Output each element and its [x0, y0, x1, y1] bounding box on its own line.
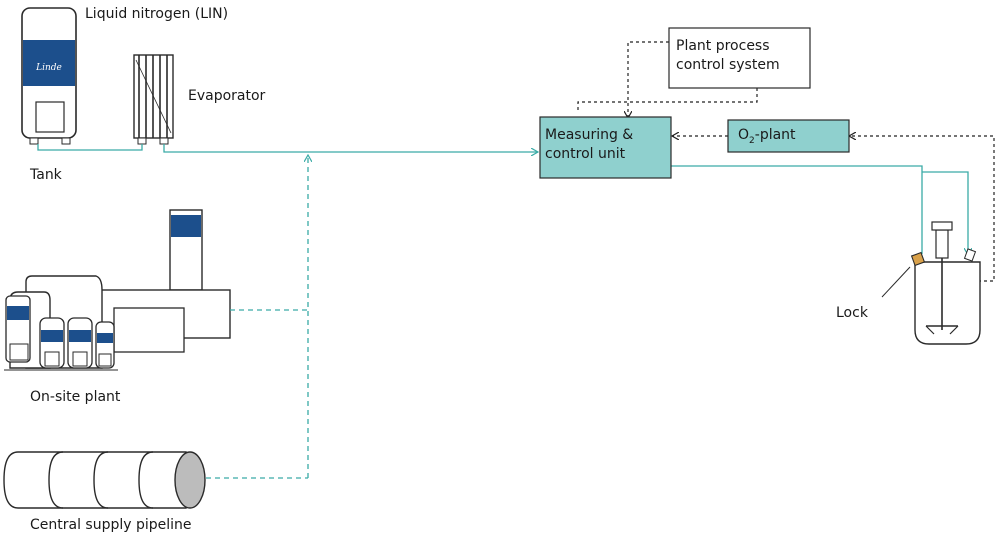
- label-liquid-nitrogen: Liquid nitrogen (LIN): [85, 6, 229, 22]
- label-lock: Lock: [836, 305, 868, 321]
- measuring-control-line1: Measuring &: [545, 127, 634, 143]
- o2-suffix: -plant: [754, 127, 796, 143]
- plant-process-control-text: Plant process control system: [676, 37, 780, 75]
- reactor-vessel: [881, 221, 981, 345]
- measuring-control-line2: control unit: [545, 146, 626, 162]
- lock-port: [910, 251, 926, 267]
- label-onsite-plant: On-site plant: [30, 389, 121, 405]
- o2-plant-text: O2-plant: [738, 126, 796, 151]
- label-central-supply-pipeline: Central supply pipeline: [30, 517, 192, 533]
- plant-process-control-line1: Plant process: [676, 38, 770, 54]
- supply-lines: [37, 144, 968, 479]
- onsite-plant: [4, 209, 231, 371]
- o2-plant-box: [727, 119, 850, 153]
- lin-tank: Linde: [21, 7, 77, 145]
- linde-logo-tank: [23, 40, 75, 86]
- o2-prefix: O: [738, 127, 750, 143]
- central-supply-pipeline: [3, 451, 206, 509]
- label-evaporator: Evaporator: [188, 88, 266, 104]
- plant-process-control-line2: control system: [676, 57, 780, 73]
- linde-logo-text: Linde: [35, 63, 62, 73]
- o2-subscript: 2: [749, 135, 755, 146]
- plant-process-control-box: [668, 27, 811, 89]
- measuring-control-text: Measuring & control unit: [545, 126, 633, 164]
- evaporator: [133, 54, 174, 145]
- control-lines: [577, 41, 995, 282]
- label-tank: Tank: [30, 167, 62, 183]
- measuring-control-box: [539, 116, 672, 179]
